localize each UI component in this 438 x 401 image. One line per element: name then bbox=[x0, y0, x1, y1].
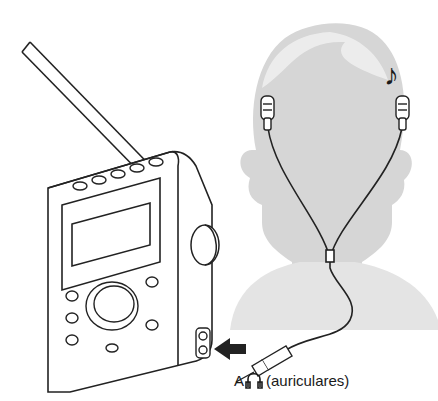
hair bbox=[262, 32, 388, 88]
front-controls bbox=[66, 277, 158, 352]
music-note: ♪ bbox=[384, 58, 399, 92]
radio-body bbox=[48, 152, 212, 392]
insert-arrow bbox=[214, 338, 246, 360]
earbuds bbox=[261, 96, 409, 130]
headphone-symbol bbox=[246, 374, 262, 388]
jack-name: (auriculares) bbox=[266, 372, 349, 389]
preset-buttons bbox=[73, 158, 163, 190]
jack-letter: A bbox=[234, 372, 244, 389]
tuning-knob bbox=[191, 225, 219, 265]
headphone-jack bbox=[196, 328, 210, 358]
earphone-cable bbox=[268, 128, 402, 350]
shoulders bbox=[230, 262, 438, 330]
